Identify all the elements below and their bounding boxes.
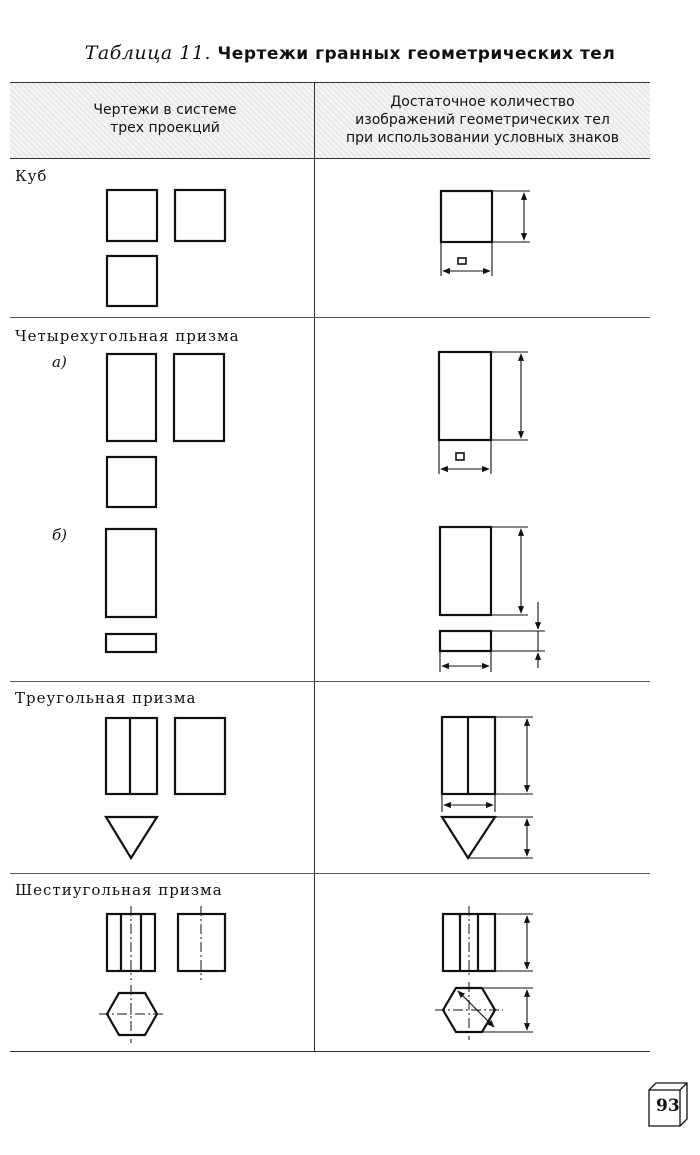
header-line: Чертежи в системе — [93, 102, 237, 118]
header-sufficient-images-text: Достаточное количество изображений геомет… — [346, 94, 619, 146]
quad-prism-a-conventional — [437, 350, 493, 461]
quad-prism-b-projections — [104, 527, 158, 654]
page-number: 93 — [656, 1096, 680, 1116]
row-label-quad-prism: Четырехугольная призма — [15, 327, 240, 345]
cube-conventional — [439, 189, 494, 265]
quad-prism-a-projections — [105, 352, 226, 509]
row-label-tri-prism: Треугольная призма — [15, 689, 197, 707]
header-sufficient-images: Достаточное количество изображений геомет… — [315, 93, 650, 147]
header-line: трех проекций — [110, 120, 220, 136]
tri-prism-projections — [104, 716, 227, 861]
hex-prism-projections — [105, 912, 227, 1037]
drawings-table: Чертежи в системе трех проекций Достаточн… — [10, 82, 650, 1052]
row-divider — [10, 317, 650, 318]
quad-prism-b-conventional — [438, 525, 493, 653]
column-divider — [314, 83, 315, 1051]
table-caption: Таблица 11. — [84, 42, 211, 64]
table-title-text: Чертежи гранных геометрических тел — [217, 44, 616, 64]
header-line: изображений геометрических тел — [355, 112, 610, 128]
header-line: при использовании условных знаков — [345, 130, 620, 146]
table-title: Таблица 11. Чертежи гранных геометрическ… — [0, 42, 700, 64]
variant-b: б) — [52, 526, 68, 544]
tri-prism-conventional — [439, 715, 498, 861]
page-number-box: 93 — [648, 1082, 688, 1128]
cube-icon — [648, 1082, 688, 1127]
variant-a: а) — [52, 353, 67, 371]
table-header: Чертежи в системе трех проекций Достаточн… — [10, 83, 650, 159]
header-three-projections-text: Чертежи в системе трех проекций — [93, 102, 236, 136]
row-divider — [10, 873, 650, 874]
cube-three-projections — [105, 188, 227, 308]
axis-lines — [99, 906, 503, 1043]
row-label-hex-prism: Шестиугольная призма — [15, 881, 223, 899]
dimension-lines — [438, 190, 545, 1033]
header-line: Достаточное количество — [390, 94, 575, 110]
row-divider — [10, 681, 650, 682]
row-label-cube: Куб — [15, 167, 48, 185]
header-three-projections: Чертежи в системе трех проекций — [40, 101, 290, 137]
